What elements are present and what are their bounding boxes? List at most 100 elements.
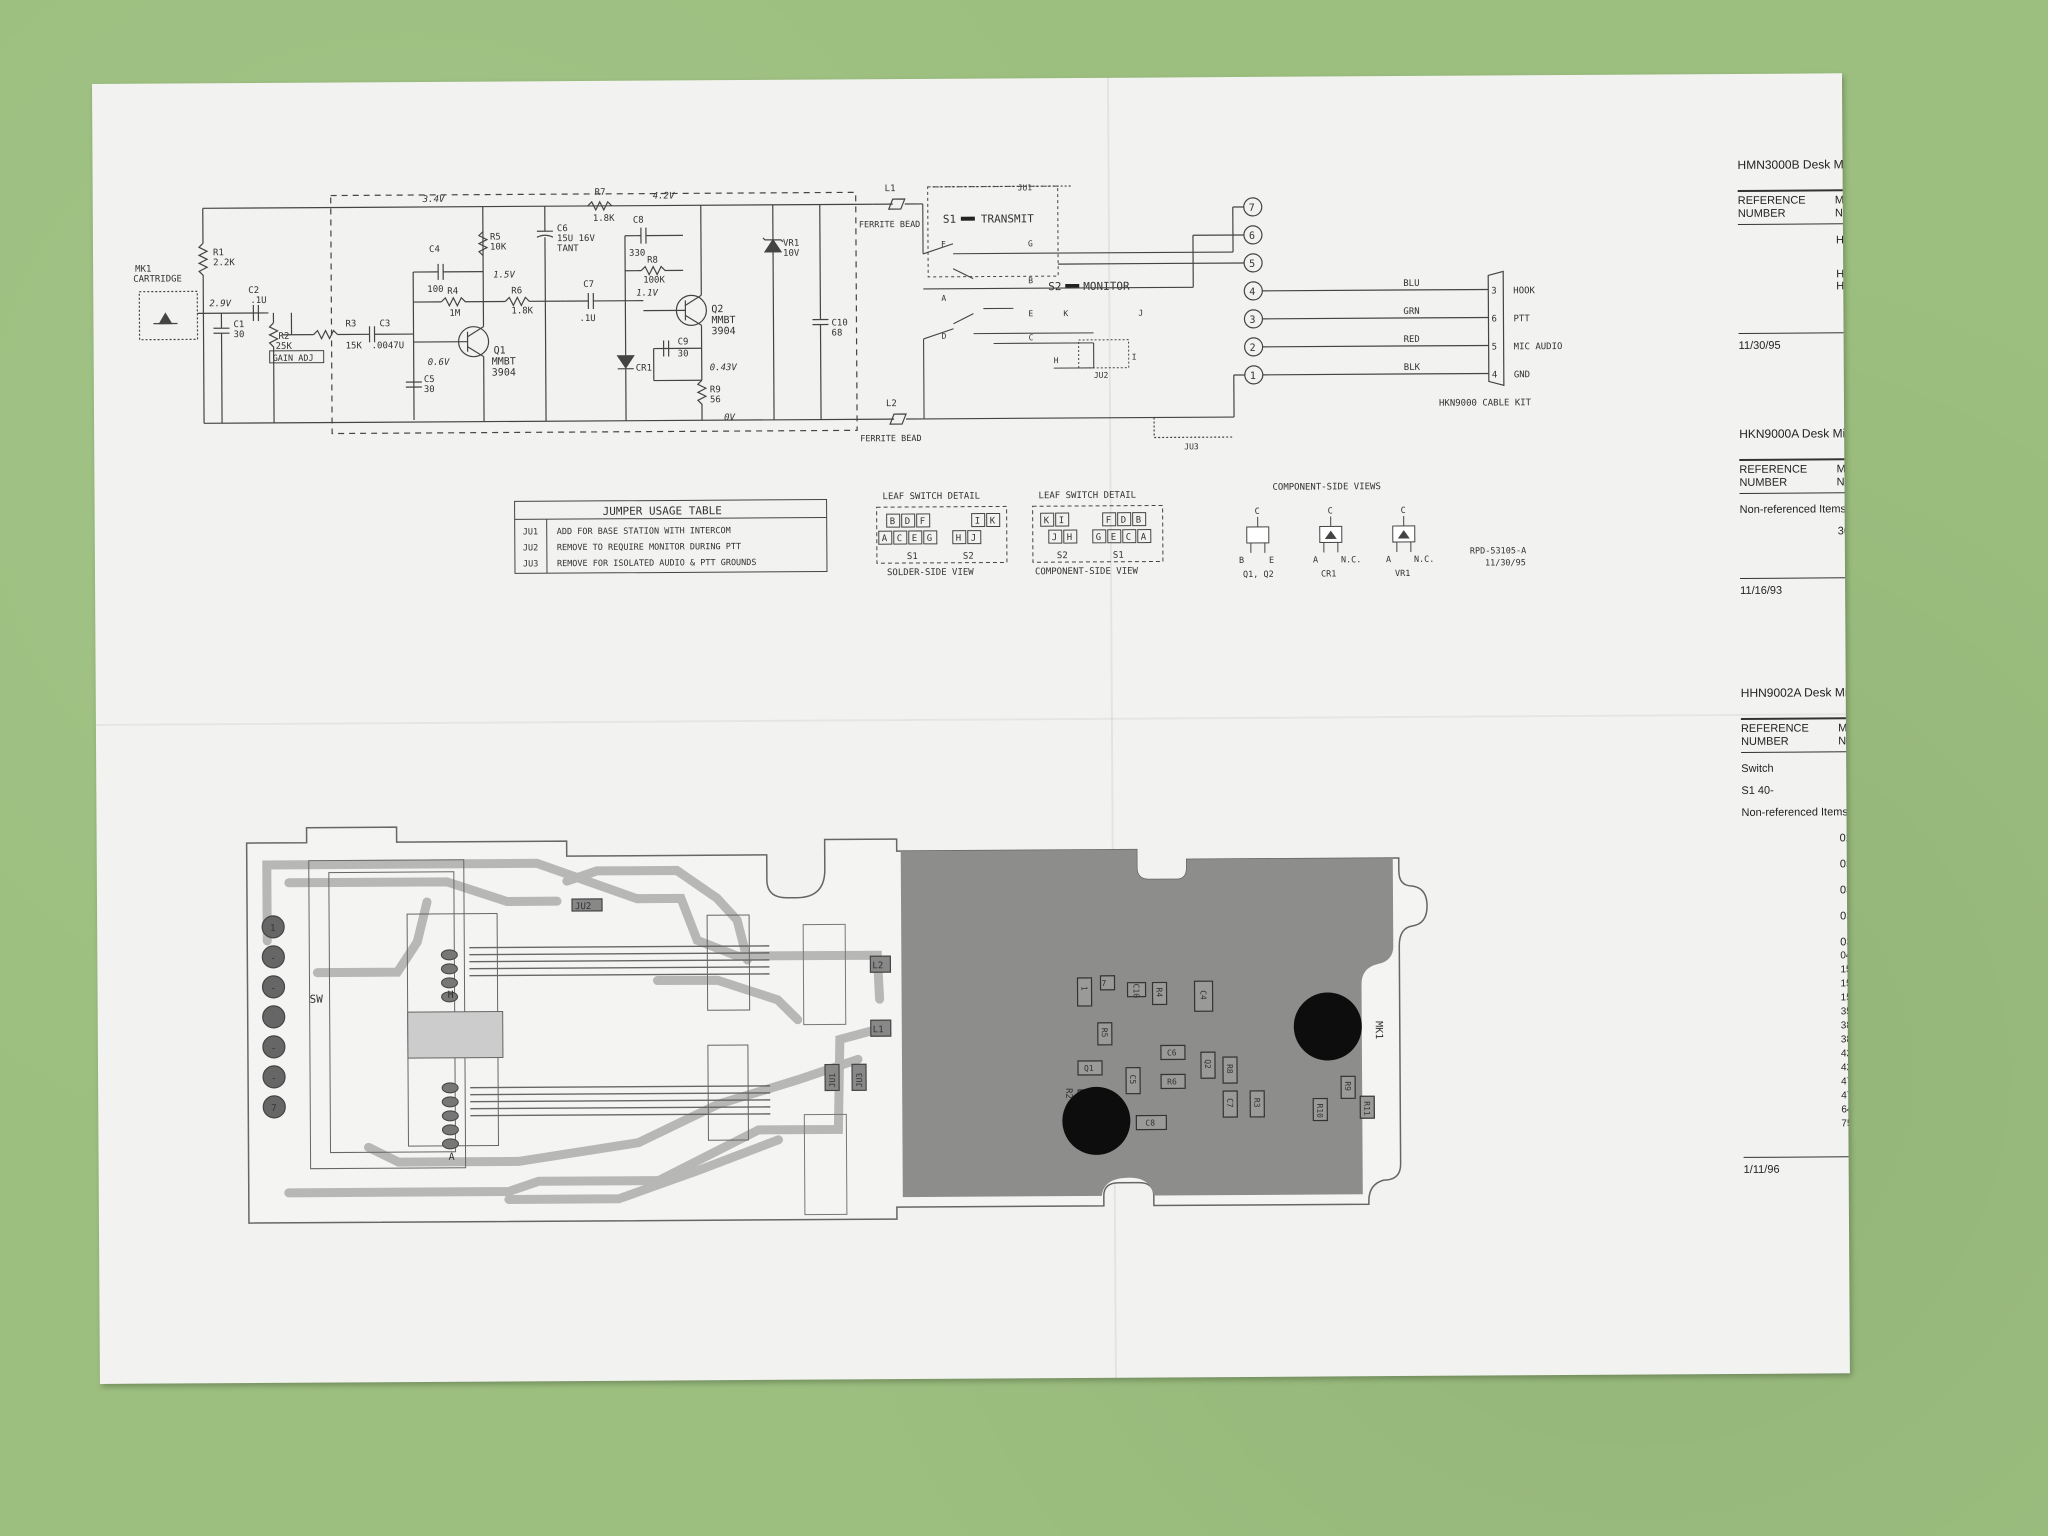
- pcb-label-sw: SW: [310, 993, 324, 1006]
- pcb-label-h: H: [448, 990, 454, 1001]
- s2-ref: S2: [1048, 280, 1061, 293]
- list-item: 38-: [1840, 1020, 1850, 1032]
- leaf-contact-box: [971, 513, 986, 528]
- pcb-part-label: R8: [1225, 1064, 1234, 1074]
- c7-ref: C7: [583, 280, 594, 290]
- list-item: 35-: [1840, 1006, 1850, 1018]
- leaf-contact-label: C: [1126, 533, 1131, 543]
- leaf-contact-label: D: [905, 517, 910, 527]
- col-part: MOTOROLA PART NUMBER: [1836, 462, 1850, 489]
- leaf-contact-box: [886, 513, 901, 528]
- cr1-pin-a: A: [1313, 556, 1318, 566]
- leaf-component-title: LEAF SWITCH DETAIL: [1039, 491, 1137, 502]
- pcb-edge-pin: [262, 1005, 286, 1029]
- r2-gain-adj: GAIN ADJ: [273, 354, 314, 364]
- list-item: 42-: [1841, 1062, 1850, 1074]
- pcb-part-label: R3: [1252, 1098, 1261, 1108]
- leaf-contact-box: [1122, 529, 1137, 544]
- list-item: 15-: [1840, 978, 1850, 990]
- pcb-edge-pin-label: -: [271, 1044, 276, 1054]
- leaf-switch-solder-side: LEAF SWITCH DETAIL S1 S2 SOLDER-SIDE VIE…: [876, 492, 1008, 579]
- pcb-part-label: C7: [1225, 1098, 1234, 1108]
- mk1-cartridge: [138, 290, 199, 341]
- leaf-contact-label: A: [882, 534, 888, 544]
- c6-type: TANT: [557, 244, 579, 254]
- l1-name: FERRITE BEAD: [859, 220, 920, 230]
- pcb-smd-part: [1193, 980, 1214, 1012]
- r3-value: 15K: [346, 341, 363, 351]
- contact-f: F: [941, 240, 946, 249]
- q1-type: MMBT: [492, 356, 516, 367]
- r6-ref: R6: [511, 286, 522, 296]
- list-item: 15-: [1840, 964, 1850, 976]
- list-item: 03-: [1840, 936, 1850, 949]
- list-item: 03-: [1839, 884, 1850, 897]
- cable-pin-6: 6: [1491, 314, 1496, 324]
- switch-pad: [441, 1138, 459, 1150]
- voltage-3v4: 3.4V: [422, 195, 445, 205]
- list-item: 75-: [1841, 1118, 1850, 1130]
- pcb-contact-area: [803, 1113, 848, 1216]
- leaf-contact-box: [893, 530, 908, 545]
- list-item: 15-: [1840, 992, 1850, 1004]
- leaf-contact-box: [1063, 529, 1078, 544]
- jumper-row-id: JU1: [523, 527, 538, 537]
- pcb-smd-part: [1222, 1056, 1238, 1084]
- vr1-ref: VR1: [783, 239, 799, 249]
- ju1-ref: JU1: [1018, 183, 1033, 192]
- pcb-contact-area: [802, 923, 847, 1026]
- list-item: Switch: [1741, 762, 1774, 775]
- pin-3: 3: [1249, 315, 1255, 326]
- leaf-contact-label: I: [975, 517, 980, 527]
- jumper-row-id: JU3: [523, 559, 538, 569]
- leaf-contact-label: G: [927, 534, 932, 544]
- parts-list-hhn9002a: HHN9002A Desk Microphone REFERENCE NUMBE…: [1741, 684, 1850, 1176]
- c10-ref: C10: [831, 318, 847, 328]
- pcb-edge-pin-label: -: [271, 984, 276, 994]
- pcb-part-label: C4: [1199, 990, 1208, 1000]
- list-item: Non-referenced Items: [1739, 503, 1847, 516]
- contact-k: K: [1063, 309, 1068, 318]
- pcb-smd-part: [1340, 1075, 1356, 1099]
- voltage-2v9: 2.9V: [209, 299, 231, 309]
- pcb-smd-part: [1076, 977, 1093, 1007]
- pin-4: 4: [1249, 287, 1255, 298]
- switch-pad: [441, 991, 459, 1003]
- switch-pad: [441, 1082, 459, 1094]
- c10-value: 68: [832, 328, 843, 338]
- pcb-edge-pin-label: 1: [270, 924, 275, 934]
- leaf-contact-box: [1132, 512, 1147, 527]
- vr1-pin-c: C: [1401, 506, 1406, 516]
- parts-list-title: HKN9000A Desk Microphone: [1739, 425, 1850, 441]
- pin-5: 5: [1249, 259, 1255, 270]
- circuit-schematic: R1 2.2K MK1 CARTRIDGE C1 30 C2 .1U R2 25…: [133, 183, 1562, 1224]
- voltage-0v43: 0.43V: [710, 363, 738, 373]
- contact-d: D: [942, 332, 947, 341]
- leaf-solder-title: LEAF SWITCH DETAIL: [883, 492, 981, 503]
- pcb-part-label: C6: [1167, 1048, 1177, 1057]
- leaf-solder-caption: SOLDER-SIDE VIEW: [887, 568, 974, 579]
- leaf-component-label-s2: S2: [1057, 551, 1068, 561]
- q1-part: 3904: [492, 367, 516, 378]
- cable-pin-5: 5: [1492, 342, 1497, 352]
- list-item: HK: [1836, 268, 1850, 281]
- switch-pad: [441, 1096, 459, 1108]
- pcb-smd-part: [1200, 1051, 1216, 1079]
- pcb-part-label: C5: [1128, 1075, 1137, 1085]
- leaf-contact-box: [1055, 512, 1070, 527]
- leaf-contact-box: [908, 530, 923, 545]
- wire-blu: BLU: [1403, 279, 1419, 289]
- q-pin-b: B: [1239, 556, 1244, 566]
- leaf-contact-label: B: [1136, 516, 1141, 526]
- parts-lists-panel: HMN3000B Desk Microphone REFERENCE NUMBE…: [1729, 73, 1850, 1374]
- list-item: 47-: [1841, 1090, 1850, 1102]
- leaf-contact-label: F: [920, 517, 925, 527]
- cr1-pin-nc: N.C.: [1341, 555, 1362, 565]
- pcb-edge-pin: [262, 1095, 286, 1119]
- signal-ptt: PTT: [1513, 314, 1530, 324]
- vr1-label: VR1: [1395, 569, 1410, 579]
- jumper-row-text: ADD FOR BASE STATION WITH INTERCOM: [557, 526, 731, 537]
- leaf-contact-label: A: [1141, 533, 1147, 543]
- c8-ref: C8: [633, 216, 644, 226]
- connector-pins: 7 6 5 4 3 2 1: [1243, 197, 1264, 385]
